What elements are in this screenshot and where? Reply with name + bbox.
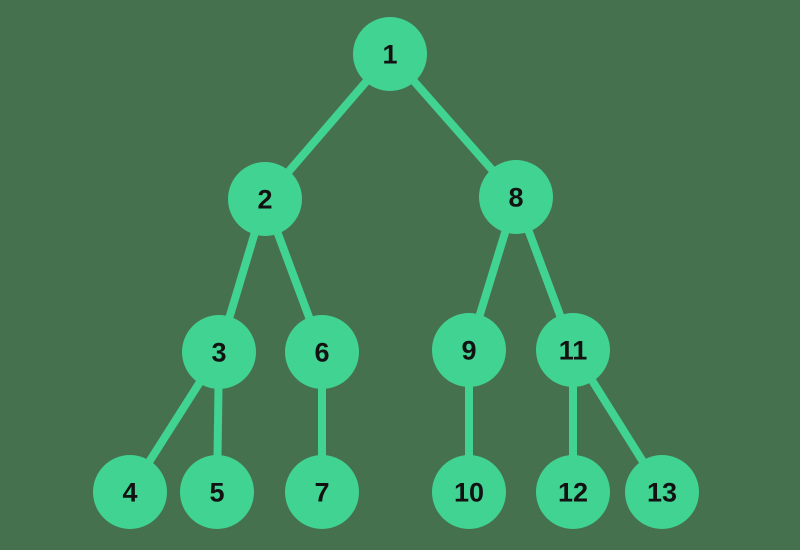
tree-node-label-9: 9 [461, 335, 476, 365]
tree-node-circle-5 [180, 455, 254, 529]
tree-node-6: 6 [285, 315, 359, 389]
tree-node-label-13: 13 [647, 477, 677, 507]
tree-node-11: 11 [536, 313, 610, 387]
tree-node-label-4: 4 [122, 477, 137, 507]
tree-node-circle-13 [625, 455, 699, 529]
tree-node-circle-3 [182, 315, 256, 389]
tree-node-circle-11 [536, 313, 610, 387]
tree-node-9: 9 [432, 313, 506, 387]
tree-node-12: 12 [536, 455, 610, 529]
tree-node-3: 3 [182, 315, 256, 389]
tree-node-circle-2 [228, 162, 302, 236]
tree-node-label-11: 11 [559, 335, 588, 365]
tree-node-circle-4 [93, 455, 167, 529]
tree-node-circle-7 [285, 455, 359, 529]
tree-node-5: 5 [180, 455, 254, 529]
tree-node-1: 1 [353, 17, 427, 91]
tree-node-circle-12 [536, 455, 610, 529]
tree-node-label-5: 5 [209, 477, 224, 507]
tree-edges-layer [126, 50, 666, 496]
tree-node-7: 7 [285, 455, 359, 529]
tree-node-label-10: 10 [454, 477, 484, 507]
tree-node-circle-1 [353, 17, 427, 91]
tree-node-circle-6 [285, 315, 359, 389]
tree-node-label-8: 8 [508, 182, 523, 212]
tree-node-label-2: 2 [257, 184, 272, 214]
tree-node-label-6: 6 [314, 337, 329, 367]
tree-node-2: 2 [228, 162, 302, 236]
tree-node-label-1: 1 [382, 39, 397, 69]
tree-node-label-3: 3 [211, 337, 226, 367]
tree-node-8: 8 [479, 160, 553, 234]
tree-node-label-7: 7 [314, 477, 329, 507]
tree-node-circle-8 [479, 160, 553, 234]
tree-node-label-12: 12 [558, 477, 588, 507]
tree-node-10: 10 [432, 455, 506, 529]
tree-node-circle-9 [432, 313, 506, 387]
tree-node-13: 13 [625, 455, 699, 529]
tree-node-4: 4 [93, 455, 167, 529]
tree-node-circle-10 [432, 455, 506, 529]
